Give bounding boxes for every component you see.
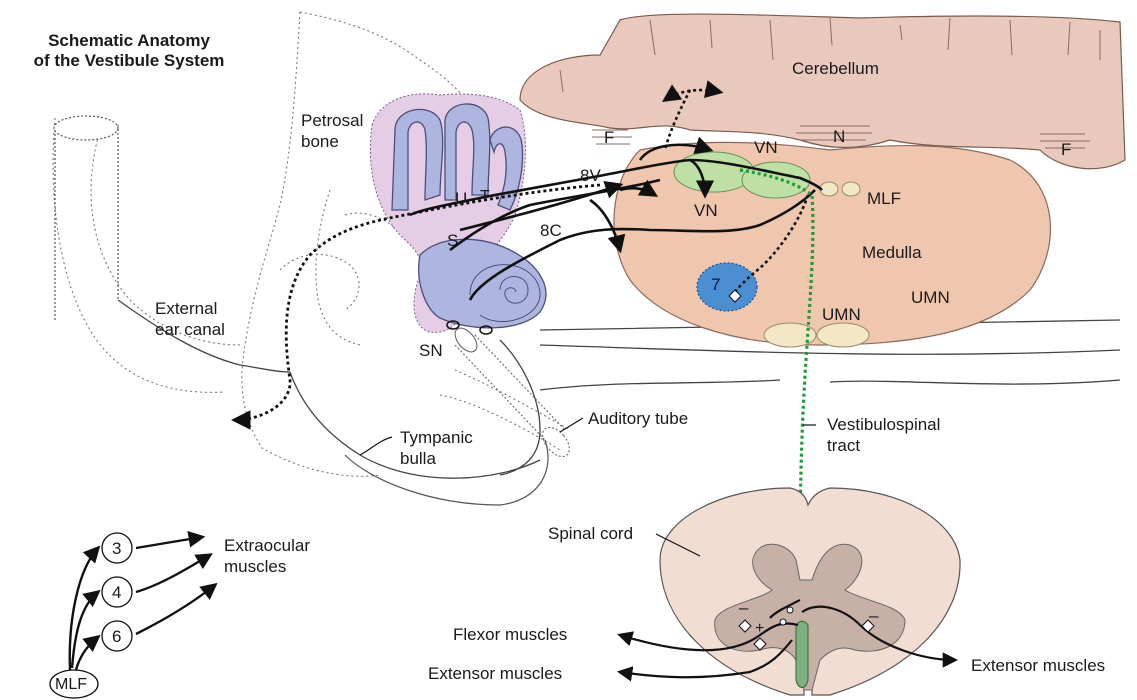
label-external-line1: External [155,298,225,319]
label-sn: SN [419,340,443,361]
label-extraocular-muscles: Extraocular muscles [224,535,310,577]
label-vn-left: VN [694,200,718,221]
label-vestibulospinal-line1: Vestibulospinal [827,414,940,435]
label-s: S [447,230,458,251]
label-vestibulospinal-line2: tract [827,435,940,456]
label-extensor-muscles-right: Extensor muscles [971,655,1105,676]
label-petrosal-line2: bone [301,131,363,152]
label-nucleus-6: 6 [112,626,121,647]
label-8c: 8C [540,220,562,241]
label-n: N [833,126,845,147]
diagram-title: Schematic Anatomy of the Vestibule Syste… [20,31,238,71]
label-minus-left: – [739,597,748,618]
label-medulla: Medulla [862,242,922,263]
label-mlf: MLF [867,188,901,209]
label-plus-left: + [755,618,764,639]
label-t: T [480,186,490,207]
label-umn-center: UMN [822,304,861,325]
label-extraocular-line2: muscles [224,556,310,577]
label-nucleus-7: 7 [711,274,720,295]
label-spinal-cord: Spinal cord [548,523,633,544]
label-petrosal-bone: Petrosal bone [301,110,363,152]
label-external-ear-canal: External ear canal [155,298,225,340]
label-f-right: F [1061,139,1071,160]
label-vestibulospinal-tract: Vestibulospinal tract [827,414,940,456]
ear-canal-cylinder [54,116,118,320]
label-f-left: F [604,127,614,148]
label-nucleus-4: 4 [112,582,121,603]
label-extensor-muscles-left: Extensor muscles [428,663,562,684]
label-tympanic-line1: Tympanic [400,427,473,448]
label-external-line2: ear canal [155,319,225,340]
label-nucleus-3: 3 [112,538,121,559]
spinal-cord [660,488,960,695]
label-flexor-muscles: Flexor muscles [453,624,567,645]
label-auditory-tube: Auditory tube [588,408,688,429]
label-petrosal-line1: Petrosal [301,110,363,131]
facial-nucleus [697,263,757,311]
label-minus-right: – [869,605,878,626]
label-tympanic-line2: bulla [400,448,473,469]
label-mlf-source: MLF [55,674,87,695]
label-extraocular-line1: Extraocular [224,535,310,556]
label-umn-right: UMN [911,287,950,308]
skull-body [118,300,1120,478]
label-cerebellum: Cerebellum [792,58,879,79]
label-u: U [455,188,467,209]
label-tympanic-bulla: Tympanic bulla [400,427,473,469]
diagram-title-line1: Schematic Anatomy [20,31,238,51]
labyrinth [370,94,545,333]
diagram-title-line2: of the Vestibule System [20,51,238,71]
label-8v: 8V [580,165,601,186]
label-vn-top: VN [754,137,778,158]
